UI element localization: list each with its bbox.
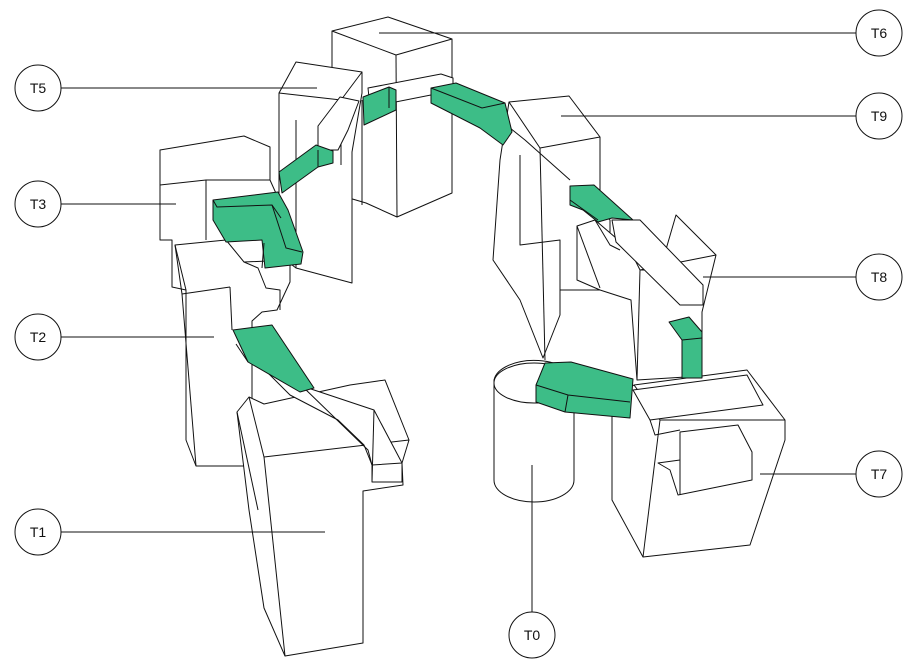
callout-t0: T0 bbox=[508, 465, 556, 659]
duct-t5-t3 bbox=[278, 144, 334, 194]
block-t1 bbox=[236, 329, 410, 657]
callout-t5: T5 bbox=[14, 64, 317, 112]
callout-t9: T9 bbox=[561, 92, 903, 140]
block-t9 bbox=[492, 95, 611, 361]
duct-t2-t1 bbox=[232, 324, 315, 393]
duct-t6-t9 bbox=[430, 82, 513, 146]
block-t7 bbox=[611, 369, 786, 558]
label-t2: T2 bbox=[30, 329, 47, 345]
callout-t6: T6 bbox=[379, 9, 903, 57]
label-t9: T9 bbox=[871, 108, 888, 124]
callout-t8: T8 bbox=[703, 253, 903, 301]
label-t6: T6 bbox=[871, 25, 888, 41]
label-t3: T3 bbox=[30, 196, 47, 212]
label-t5: T5 bbox=[30, 80, 47, 96]
label-t8: T8 bbox=[871, 269, 888, 285]
label-t7: T7 bbox=[871, 466, 888, 482]
duct-t3-bend bbox=[212, 191, 304, 269]
callout-t2: T2 bbox=[14, 313, 214, 361]
label-t1: T1 bbox=[30, 524, 47, 540]
callout-t3: T3 bbox=[14, 180, 176, 228]
label-t0: T0 bbox=[524, 627, 541, 643]
duct-t6-t5 bbox=[362, 86, 397, 126]
block-t2 bbox=[174, 239, 291, 467]
duct-t9-t8 bbox=[569, 184, 634, 223]
callout-t1: T1 bbox=[14, 508, 325, 556]
duct-t0-t7 bbox=[535, 361, 634, 419]
duct-t8-t7 bbox=[668, 316, 703, 379]
callout-t7: T7 bbox=[760, 450, 903, 498]
